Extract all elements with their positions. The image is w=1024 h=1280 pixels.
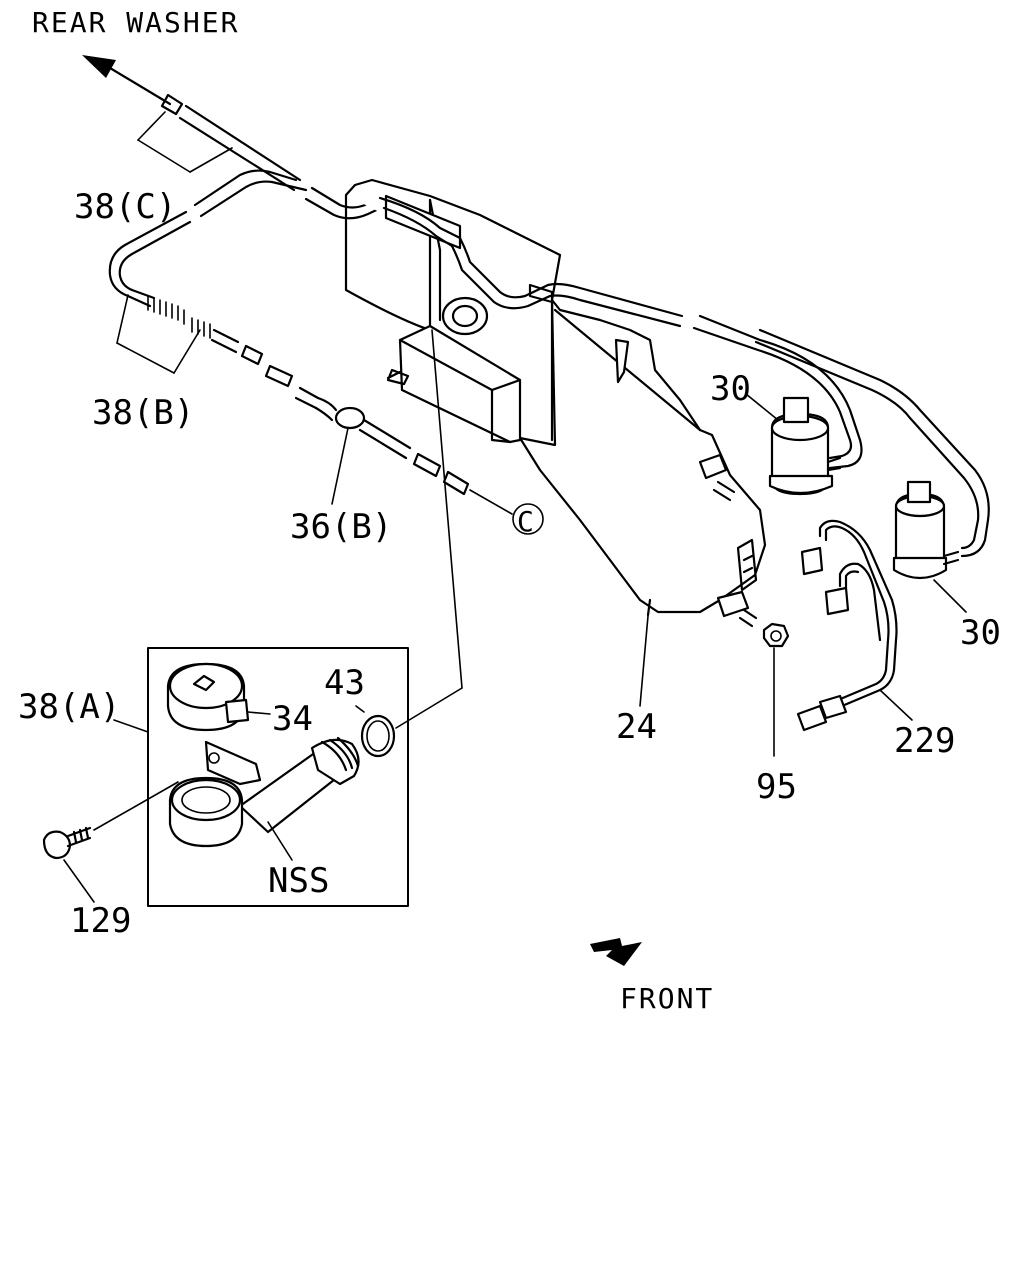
label-38b: 38(B) (92, 393, 194, 433)
leader-30-upper (745, 393, 779, 421)
screw-129 (42, 826, 92, 860)
label-38a: 38(A) (18, 687, 120, 727)
leader-30-lower (933, 579, 967, 613)
leader-nss (267, 821, 293, 861)
rear-washer-arrow-icon (82, 55, 162, 100)
leader-229 (879, 689, 913, 721)
leader-34 (247, 711, 271, 715)
label-nss: NSS (268, 861, 329, 901)
circle-c-text: C (517, 505, 534, 538)
rear-washer-caption: REAR WASHER (32, 6, 239, 39)
o-ring-43 (360, 714, 396, 758)
label-24: 24 (616, 707, 657, 747)
hose-36b (314, 396, 513, 515)
supply-hoses (378, 196, 990, 558)
nut-95 (762, 622, 790, 648)
label-229: 229 (894, 721, 955, 761)
front-caption: FRONT (620, 982, 714, 1015)
washer-tank-24 (344, 178, 767, 628)
label-36b: 36(B) (290, 507, 392, 547)
label-129: 129 (70, 901, 131, 941)
label-30-lower: 30 (960, 613, 1001, 653)
cap-34 (166, 662, 250, 732)
hose-38b (108, 169, 320, 410)
washer-pump-30-lower (892, 480, 960, 580)
bracket-38c (137, 111, 233, 173)
hose-38c (158, 93, 387, 220)
label-30-upper: 30 (710, 369, 751, 409)
bracket-38b (116, 294, 201, 374)
label-34: 34 (272, 699, 313, 739)
leader-36b (331, 427, 349, 505)
front-arrow-icon (590, 938, 642, 966)
label-43: 43 (324, 663, 365, 703)
harness-229 (796, 519, 898, 732)
inset-box-38a (113, 647, 409, 907)
leader-43 (355, 705, 365, 713)
leader-129 (63, 859, 95, 903)
filler-neck-nss (168, 736, 360, 848)
washer-pump-30-upper (768, 396, 842, 496)
label-38c: 38(C) (74, 187, 176, 227)
leader-129-to-neck (93, 781, 179, 831)
label-95: 95 (756, 767, 797, 807)
circle-c-marker: C (512, 503, 544, 538)
leader-24 (639, 615, 649, 707)
